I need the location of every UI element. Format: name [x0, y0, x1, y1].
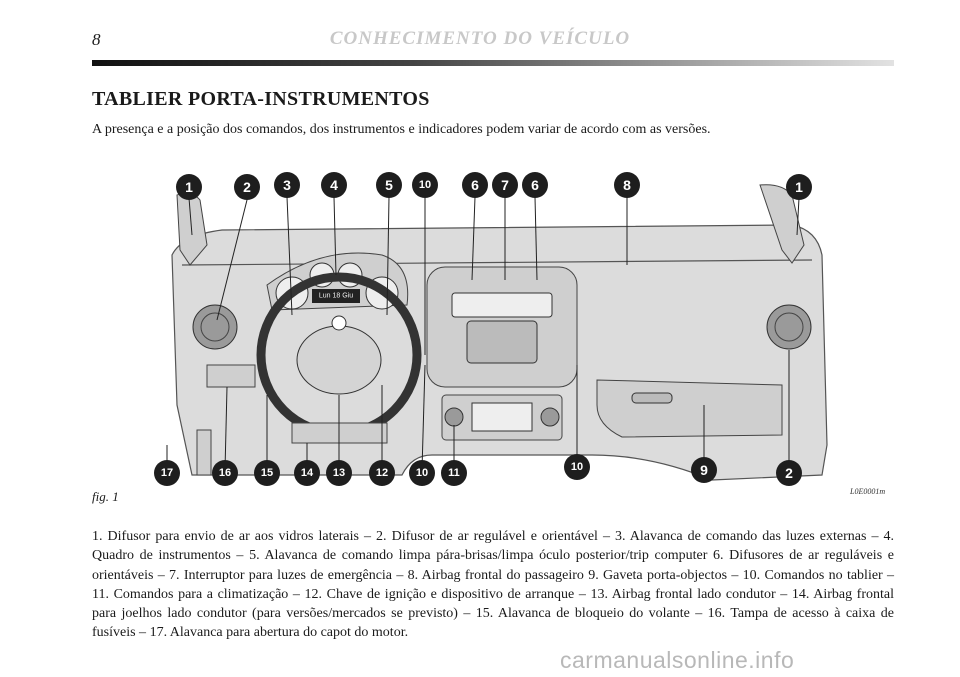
callout-2-top: 2	[234, 174, 260, 200]
watermark: carmanualsonline.info	[560, 647, 795, 673]
svg-text:8: 8	[623, 177, 631, 193]
running-head: CONHECIMENTO DO VEÍCULO	[329, 28, 631, 49]
callout-5: 5	[376, 172, 402, 198]
legend-item-17: 17. Alavanca para abertura do capot do m…	[149, 625, 409, 641]
intro-text: A presença e a posição dos comandos, dos…	[92, 122, 711, 137]
left-round-vent	[192, 304, 238, 350]
legend-item-16: 16. Tampa de acesso à caixa de fusíveis …	[92, 606, 894, 641]
callout-8: 8	[614, 172, 640, 198]
callout-15: 15	[254, 460, 280, 486]
callout-7: 7	[492, 172, 518, 198]
legend-item-9: 9. Gaveta porta-objectos –	[588, 567, 743, 583]
svg-text:12: 12	[376, 467, 388, 479]
legend-item-4: 4. Quadro de instrumentos –	[92, 529, 895, 564]
legend-item-6: 6. Difusores de ar reguláveis e orientáv…	[92, 548, 894, 583]
cluster-display-text: Lun 18 Giu	[319, 293, 353, 300]
right-round-vent	[766, 304, 812, 350]
callout-13: 13	[326, 460, 352, 486]
callout-6-right: 6	[522, 172, 548, 198]
svg-text:3: 3	[283, 177, 291, 193]
callout-10-bottom-left: 10	[409, 460, 435, 486]
svg-text:1: 1	[185, 179, 193, 195]
page-number: 8	[92, 30, 101, 49]
callout-16: 16	[212, 460, 238, 486]
legend-item-11: 11. Comandos para a climatização –	[92, 586, 305, 602]
callout-10-top: 10	[412, 172, 438, 198]
svg-text:4: 4	[330, 177, 338, 193]
svg-text:2: 2	[243, 179, 251, 195]
svg-text:11: 11	[448, 467, 460, 479]
svg-text:13: 13	[333, 467, 345, 479]
legend-item-1: 1. Difusor para envio de ar aos vidros l…	[92, 529, 377, 544]
legend-item-5: 5. Alavanca de comando limpa pára-brisas…	[249, 548, 714, 564]
legend-item-15: 15. Alavanca de bloqueio do volante –	[475, 606, 708, 622]
svg-text:10: 10	[419, 179, 431, 191]
svg-text:2: 2	[785, 465, 793, 481]
fuse-box-cover	[206, 364, 256, 388]
svg-text:10: 10	[571, 461, 583, 473]
figure-caption: fig. 1	[92, 489, 119, 504]
svg-text:14: 14	[301, 467, 314, 479]
section-title: TABLIER PORTA-INSTRUMENTOS	[92, 88, 430, 110]
callout-2-bottom: 2	[776, 460, 802, 486]
callout-17: 17	[154, 460, 180, 486]
legend-item-7: 7. Interruptor para luzes de emergência …	[169, 567, 408, 583]
legend-item-10: 10. Comandos no tablier –	[742, 567, 895, 583]
dashboard-top-edge	[181, 259, 813, 266]
svg-text:15: 15	[261, 467, 273, 479]
callout-1-left: 1	[176, 174, 202, 200]
callout-14: 14	[294, 460, 320, 486]
header-rule	[92, 60, 894, 66]
svg-text:7: 7	[501, 177, 509, 193]
svg-text:9: 9	[700, 462, 708, 478]
svg-text:6: 6	[531, 177, 539, 193]
steering-hub	[296, 325, 382, 395]
svg-text:17: 17	[161, 467, 173, 479]
callout-11: 11	[441, 460, 467, 486]
callout-12: 12	[369, 460, 395, 486]
callout-10-bottom-right: 10	[564, 454, 590, 480]
svg-text:5: 5	[385, 177, 393, 193]
svg-text:16: 16	[219, 467, 231, 479]
callout-3: 3	[274, 172, 300, 198]
callout-1-right: 1	[786, 174, 812, 200]
legend-item-13: 13. Airbag frontal lado condutor –	[590, 586, 792, 602]
legend-item-3: 3. Alavanca de comando das luzes externa…	[615, 529, 884, 544]
leader-lines	[166, 195, 800, 471]
legend-item-14: 14. Airbag frontal para joelhos lado con…	[92, 586, 894, 622]
svg-text:1: 1	[795, 179, 803, 195]
right-side-vent	[759, 184, 805, 264]
legend-item-12: 12. Chave de ignição e dispositivo de ar…	[304, 586, 591, 602]
figure-legend: 1. Difusor para envio de ar aos vidros l…	[92, 527, 894, 643]
callout-6-left: 6	[462, 172, 488, 198]
legend-item-8: 8. Airbag frontal do passageiro	[407, 567, 589, 583]
dashboard-figure: Lun 18 Giu	[92, 155, 894, 490]
glove-box	[596, 379, 783, 438]
bonnet-lever	[196, 429, 212, 476]
svg-text:10: 10	[416, 467, 428, 479]
callout-9: 9	[691, 457, 717, 483]
callout-4: 4	[321, 172, 347, 198]
figure-code: L0E0001m	[850, 487, 886, 496]
svg-text:6: 6	[471, 177, 479, 193]
dashboard-illustration: Lun 18 Giu	[154, 172, 828, 486]
legend-item-2: 2. Difusor de ar regulável e orientável …	[376, 529, 615, 544]
